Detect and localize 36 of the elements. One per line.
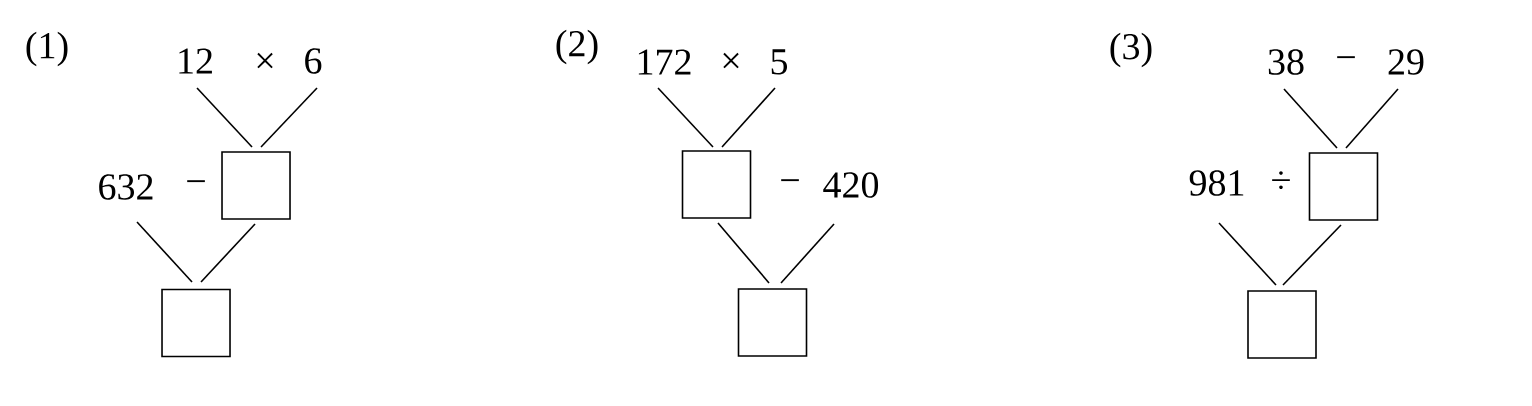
answer-box — [221, 151, 291, 220]
answer-box — [681, 150, 752, 219]
operator-sign: − — [187, 180, 205, 183]
operator-sign: − — [1337, 56, 1355, 59]
problem-number: (2) — [556, 29, 598, 65]
connector-line — [136, 221, 193, 283]
operator-sign: − — [781, 179, 799, 182]
problem-number: (1) — [26, 31, 68, 67]
number: 420 — [823, 172, 879, 198]
connector-line — [1345, 88, 1399, 149]
connector-line — [657, 87, 714, 148]
connector-line — [780, 223, 835, 284]
number: 172 — [638, 49, 691, 75]
answer-box — [737, 288, 808, 357]
connector-line — [200, 223, 256, 283]
number: 12 — [179, 48, 212, 74]
connector-line — [721, 87, 776, 148]
connector-line — [1282, 224, 1342, 286]
number: 6 — [305, 48, 322, 74]
number: 632 — [99, 174, 153, 200]
answer-box — [1308, 152, 1379, 221]
answer-box — [161, 288, 231, 358]
answer-box — [1247, 290, 1317, 359]
connector-line — [196, 87, 253, 148]
operator-sign: × — [723, 52, 739, 69]
connector-line — [717, 222, 770, 284]
number: 29 — [1388, 49, 1424, 75]
number: 5 — [771, 49, 788, 75]
connector-line — [1283, 88, 1338, 149]
problem-number: (3) — [1110, 32, 1152, 68]
operator-sign: ÷ — [1272, 171, 1290, 189]
number: 38 — [1268, 49, 1304, 75]
connector-line — [260, 87, 318, 148]
connector-line — [1218, 222, 1277, 286]
operator-sign: × — [257, 52, 273, 69]
number: 981 — [1189, 170, 1244, 196]
